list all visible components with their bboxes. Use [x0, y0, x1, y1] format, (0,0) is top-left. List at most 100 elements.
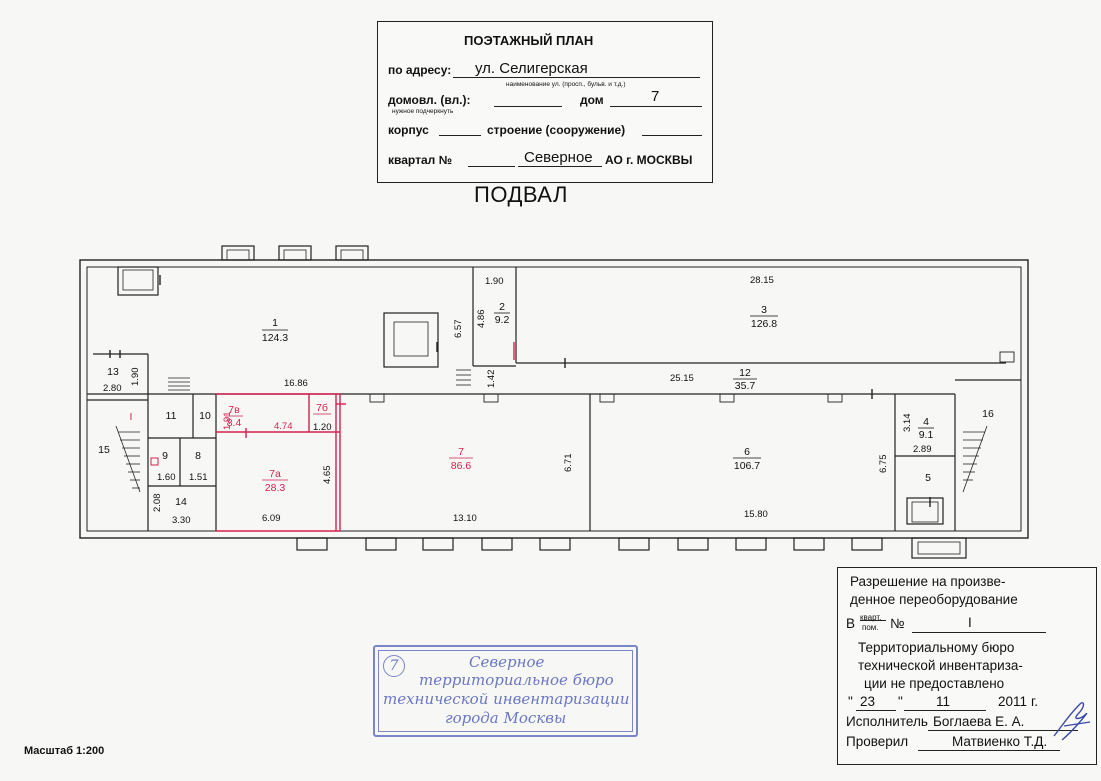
window-bottom-4: [481, 537, 513, 551]
plan-title: ПОЭТАЖНЫЙ ПЛАН: [464, 33, 594, 48]
stairs-left: [115, 425, 141, 493]
domovl-underline: [494, 106, 562, 107]
room-7-area: 86.6: [451, 460, 472, 472]
dim-1-51: 1.51: [189, 472, 208, 483]
address-hint: наименование ул. (просп., бульв. и т.д.): [506, 81, 626, 88]
dim-2-89: 2.89: [913, 444, 932, 455]
dim-6-75: 6.75: [878, 455, 889, 474]
dim-4-86: 4.86: [476, 310, 487, 329]
permit-month: 11: [936, 694, 951, 709]
room-1-area: 124.3: [262, 332, 288, 344]
room-3-area: 126.8: [751, 318, 777, 330]
dim-4-74: 4.74: [274, 421, 293, 432]
dim-6-09: 6.09: [262, 513, 281, 524]
stroenie-underline: [642, 135, 702, 136]
stamp-line-3: технической инвентаризации: [383, 690, 630, 708]
room-9-number: 9: [162, 450, 168, 462]
bti-stamp: 7 Северное территориальное бюро техничес…: [373, 645, 638, 737]
korpus-underline: [439, 135, 481, 136]
room-7b-number: 7б: [316, 402, 328, 414]
window-bottom-8: [735, 537, 767, 551]
address-label: по адресу:: [388, 63, 452, 77]
roman-numeral-mark: I: [130, 411, 133, 423]
dim-1-90-a: 1.90: [485, 276, 504, 287]
window-bottom-10: [851, 537, 883, 551]
room-15-number: 15: [98, 444, 110, 456]
dom-label: дом: [580, 93, 604, 107]
permit-year: 2011: [998, 694, 1028, 709]
address-underline: [453, 77, 700, 78]
room-12-number: 12: [739, 367, 751, 379]
stroenie-label: строение (сооружение): [487, 123, 626, 137]
scale-label: Масштаб 1:200: [24, 745, 105, 757]
permit-line-4: Территориальному бюро: [858, 640, 1015, 655]
stamp-number: 7: [383, 655, 405, 677]
dim-6-57: 6.57: [453, 320, 464, 339]
permit-checker-label: Проверил: [846, 734, 909, 749]
room-6-area: 106.7: [734, 460, 760, 472]
room-7v-area: 8.4: [227, 417, 242, 429]
room-4-area: 9.1: [919, 429, 934, 441]
permit-line-1: Разрешение на произве-: [850, 574, 1006, 589]
kvartal-value: Северное: [524, 149, 593, 166]
dim-4-65: 4.65: [322, 466, 333, 485]
stairs-center: [168, 369, 471, 391]
kvartal-underline: [468, 166, 515, 167]
permit-pom: пом.: [862, 623, 879, 632]
dim-1-91: 1.91: [222, 412, 233, 431]
dom-underline: [610, 106, 702, 107]
permit-day: 23: [860, 694, 876, 709]
dim-1-20: 1.20: [313, 422, 332, 433]
dom-value: 7: [651, 88, 660, 105]
entrance-pit-bottom: [911, 537, 967, 559]
stairs-right: [962, 425, 988, 493]
permit-executor-label: Исполнитель: [846, 714, 928, 729]
permit-line-2: денное переоборудование: [850, 592, 1018, 607]
room-10-number: 10: [199, 410, 211, 422]
kvartal-suffix: АО г. МОСКВЫ: [605, 153, 693, 167]
window-bottom-1: [296, 537, 328, 551]
permit-kvart: кварт.: [860, 613, 882, 622]
stamp-line-1: Северное: [469, 653, 545, 671]
permit-executor-name: Боглаева Е. А.: [933, 714, 1025, 729]
permit-line-5: технической инвентаризa-: [858, 658, 1023, 673]
dim-6-71: 6.71: [563, 454, 574, 473]
window-bottom-7: [677, 537, 709, 551]
redevelopment-permit-block: Разрешение на произве- денное переоборуд…: [837, 567, 1097, 765]
room-8-number: 8: [195, 450, 201, 462]
dim-2-08: 2.08: [152, 494, 163, 513]
permit-year-suffix: г.: [1031, 694, 1039, 709]
stamp-line-2: территориальное бюро: [419, 671, 614, 689]
room-7v-number: 7в: [228, 404, 240, 416]
permit-no-underline: [912, 632, 1046, 633]
title-block: ПОЭТАЖНЫЙ ПЛАН по адресу: ул. Селигерска…: [377, 21, 713, 183]
domovl-label: домовл. (вл.):: [388, 93, 471, 107]
permit-no-label: №: [890, 616, 905, 631]
permit-v-label: В: [846, 616, 856, 631]
room-7-number: 7: [458, 446, 464, 458]
room-5-number: 5: [925, 472, 931, 484]
dim-1-42: 1.42: [486, 370, 497, 389]
room-13-number: 13: [107, 366, 119, 378]
dim-2-80: 2.80: [103, 383, 122, 394]
dim-25-15: 25.15: [670, 373, 694, 384]
dim-13-10: 13.10: [453, 513, 477, 524]
dim-1-90-b: 1.90: [130, 368, 141, 387]
dim-3-14: 3.14: [902, 414, 913, 433]
room-7a-area: 28.3: [265, 482, 286, 494]
dim-15-80: 15.80: [744, 509, 768, 520]
permit-fraction-line: [860, 620, 886, 621]
room-4-number: 4: [923, 416, 929, 428]
room-7a-number: 7а: [269, 468, 281, 480]
dim-28-15: 28.15: [750, 275, 774, 286]
outer-wall-inner: [86, 266, 1022, 532]
address-value: ул. Селигерская: [475, 60, 588, 77]
room-11-number: 11: [166, 410, 177, 422]
window-bottom-3: [422, 537, 454, 551]
room-1-number: 1: [272, 317, 278, 329]
kvartal-underline-2: [518, 166, 602, 167]
redevelopment-walls: [150, 342, 515, 532]
dim-1-60: 1.60: [157, 472, 176, 483]
dim-16-86: 16.86: [284, 378, 308, 389]
